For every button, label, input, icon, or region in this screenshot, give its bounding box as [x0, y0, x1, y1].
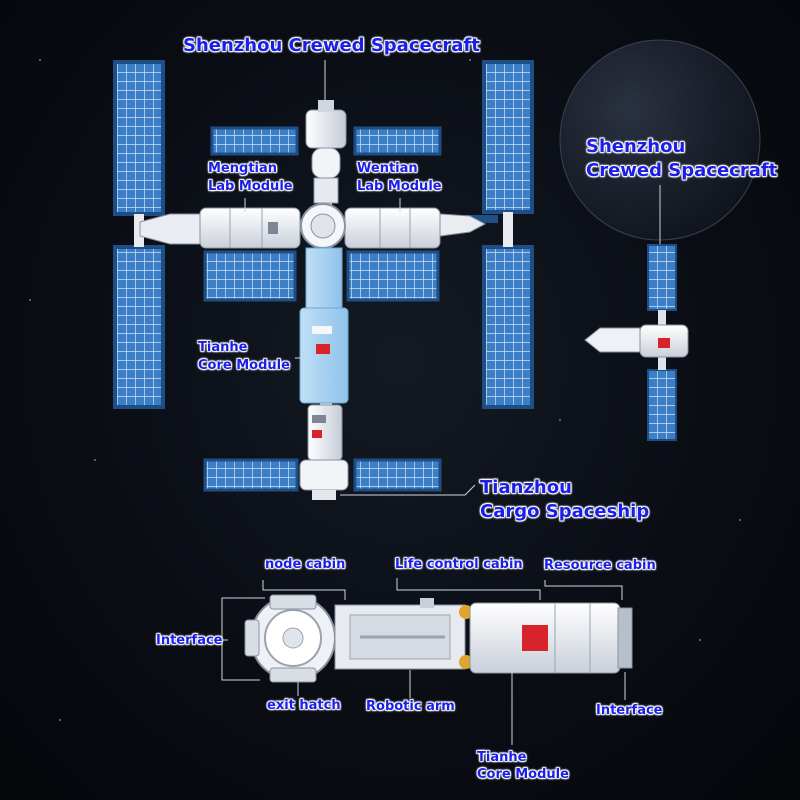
label-mengtian: Mengtian Lab Module [208, 160, 293, 196]
label-wentian: Wentian Lab Module [357, 160, 442, 196]
tianhe-detail-model [244, 594, 633, 683]
label-tianzhou-line1: Tianzhou [480, 477, 572, 498]
label-interface-right: Interface [596, 703, 663, 718]
label-tianhe-top-line1: Tianhe [198, 340, 248, 355]
label-tianhe-bottom-line2: Core Module [477, 767, 569, 782]
label-robotic-arm: Robotic arm [366, 699, 455, 714]
label-mengtian-line1: Mengtian [208, 161, 278, 176]
label-exit-hatch: exit hatch [267, 698, 341, 713]
label-tianzhou-line2: Cargo Spaceship [480, 501, 650, 522]
label-shenzhou-top: Shenzhou Crewed Spacecraft [183, 35, 480, 56]
mengtian-module [139, 207, 301, 249]
label-life-control-cabin: Life control cabin [395, 557, 523, 572]
tianhe-core-module [299, 247, 349, 404]
label-tianhe-bottom-line1: Tianhe [477, 750, 527, 765]
label-interface-left: Interface [156, 633, 223, 648]
shenzhou-side-craft [584, 185, 689, 441]
solar-array-left [113, 60, 165, 409]
label-tianhe-top: Tianhe Core Module [198, 339, 290, 375]
label-resource-cabin: Resource cabin [544, 558, 656, 573]
label-shenzhou-side: Shenzhou Crewed Spacecraft [586, 135, 777, 183]
station-main [113, 60, 534, 500]
label-wentian-line2: Lab Module [357, 179, 442, 194]
solar-array-right [482, 60, 534, 409]
label-node-cabin: node cabin [265, 557, 346, 572]
label-mengtian-line2: Lab Module [208, 179, 293, 194]
leader-lines [221, 60, 626, 745]
wentian-module [344, 207, 487, 249]
label-shenzhou-side-line1: Shenzhou [586, 136, 686, 157]
tianzhou-cargo-ship [299, 404, 349, 500]
label-tianhe-top-line2: Core Module [198, 358, 290, 373]
shenzhou-top-craft [305, 100, 347, 204]
label-shenzhou-side-line2: Crewed Spacecraft [586, 160, 778, 181]
label-tianhe-bottom: Tianhe Core Module [477, 749, 569, 783]
label-tianzhou: Tianzhou Cargo Spaceship [480, 476, 649, 524]
label-wentian-line1: Wentian [357, 161, 418, 176]
